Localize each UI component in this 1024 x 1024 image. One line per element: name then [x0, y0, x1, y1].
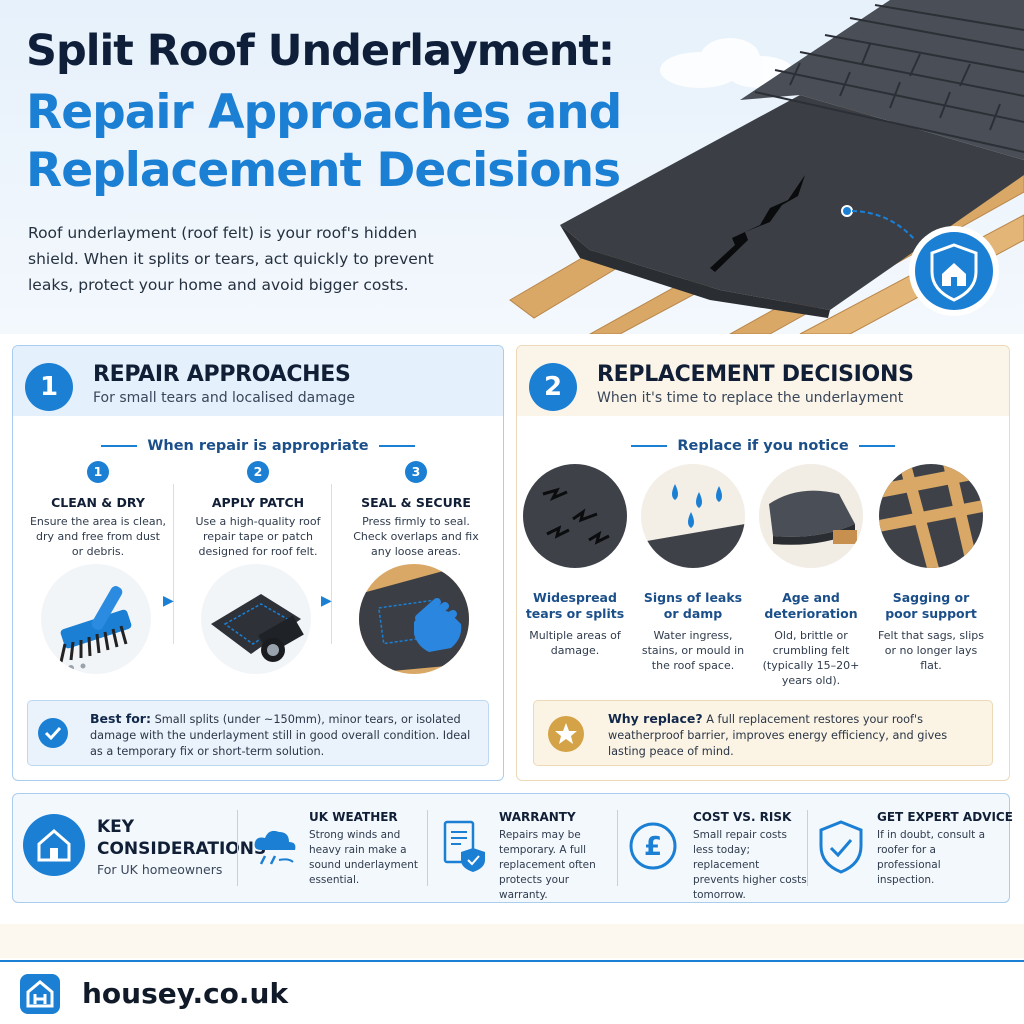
repair-title: REPAIR APPROACHES [93, 362, 351, 387]
consideration-title: COST VS. RISK [693, 810, 792, 824]
divider [617, 810, 618, 886]
step-description: Ensure the area is clean, dry and free f… [29, 515, 167, 558]
step-number: 2 [247, 461, 269, 483]
repair-step-clean: 1 CLEAN & DRY Ensure the area is clean, … [23, 461, 173, 559]
key-considerations-title: KEY CONSIDERATIONS [97, 817, 267, 859]
repair-subtitle: For small tears and localised damage [93, 390, 355, 406]
replace-item-description: Water ingress, stains, or mould in the r… [641, 629, 745, 672]
replace-item-sagging: Sagging or poor support Felt that sags, … [877, 464, 985, 673]
repair-step-seal: 3 SEAL & SECURE Press firmly to seal. Ch… [341, 461, 491, 559]
consideration-expert: GET EXPERT ADVICE If in doubt, consult a… [877, 810, 1013, 888]
consideration-warranty: WARRANTY Repairs may be temporary. A ful… [499, 810, 619, 903]
arrow-right-icon: ▶ [163, 593, 174, 609]
replace-item-title: Sagging or poor support [885, 590, 977, 621]
step-divider [331, 484, 332, 644]
svg-text:£: £ [644, 832, 662, 862]
hero-section: Split Roof Underlayment: Repair Approach… [0, 0, 1024, 334]
document-shield-icon [443, 820, 485, 872]
page-subtitle: Repair Approaches and Replacement Decisi… [26, 85, 622, 198]
replace-item-title: Widespread tears or splits [525, 590, 625, 621]
replace-item-leaks: Signs of leaks or damp Water ingress, st… [639, 464, 747, 673]
decorative-band [0, 924, 1024, 958]
why-replace-text: Why replace? A full replacement restores… [608, 711, 948, 758]
footer: housey.co.uk [0, 960, 1024, 1024]
replacement-subtitle: When it's time to replace the underlayme… [597, 390, 904, 406]
consideration-description: Strong winds and heavy rain make a sound… [309, 829, 418, 886]
divider [807, 810, 808, 886]
replacement-number-badge: 2 [529, 363, 577, 411]
replace-item-title: Age and deterioration [764, 590, 858, 621]
consideration-description: Small repair costs less today; replaceme… [693, 829, 807, 901]
replacement-title: REPLACEMENT DECISIONS [597, 362, 914, 387]
repair-number-badge: 1 [25, 363, 73, 411]
hero-intro: Roof underlayment (roof felt) is your ro… [28, 224, 434, 294]
step-description: Press firmly to seal. Check overlaps and… [353, 515, 479, 558]
key-considerations: KEY CONSIDERATIONS For UK homeowners UK … [12, 793, 1013, 903]
arrow-right-icon: ▶ [321, 593, 332, 609]
repair-section-heading: When repair is appropriate [13, 438, 503, 454]
consideration-description: If in doubt, consult a roofer for a prof… [877, 829, 986, 886]
replacement-header: 2 REPLACEMENT DECISIONS When it's time t… [517, 346, 1009, 416]
brand-link[interactable]: housey.co.uk [82, 977, 289, 1010]
consideration-description: Repairs may be temporary. A full replace… [499, 829, 596, 901]
house-icon [23, 814, 85, 876]
water-drops-image [641, 464, 745, 568]
sagging-roof-image [879, 464, 983, 568]
consideration-cost: COST VS. RISK Small repair costs less to… [693, 810, 807, 903]
repair-header: 1 REPAIR APPROACHES For small tears and … [13, 346, 503, 416]
crumbling-felt-image [759, 464, 863, 568]
replace-item-age: Age and deterioration Old, brittle or cr… [757, 464, 865, 688]
consideration-title: GET EXPERT ADVICE [877, 810, 1013, 824]
check-icon [38, 718, 68, 748]
step-description: Use a high-quality roof repair tape or p… [195, 515, 321, 558]
consideration-title: UK WEATHER [309, 810, 398, 824]
repair-approaches-card: 1 REPAIR APPROACHES For small tears and … [12, 345, 504, 781]
step-title: CLEAN & DRY [51, 495, 145, 510]
star-badge-icon [548, 716, 584, 752]
replace-item-description: Multiple areas of damage. [529, 629, 621, 657]
step-title: SEAL & SECURE [361, 495, 471, 510]
torn-felt-image [523, 464, 627, 568]
housey-logo-icon [20, 974, 60, 1014]
brush-icon [41, 564, 151, 674]
replace-item-title: Signs of leaks or damp [643, 590, 743, 621]
best-for-box: Best for: Small splits (under ~150mm), m… [27, 700, 489, 766]
replace-item-description: Felt that sags, slips or no longer lays … [878, 629, 984, 672]
divider [427, 810, 428, 886]
shield-house-icon [909, 226, 999, 316]
repair-step-patch: 2 APPLY PATCH Use a high-quality roof re… [183, 461, 333, 559]
step-title: APPLY PATCH [211, 495, 305, 510]
gloved-hand-icon [359, 564, 469, 674]
patch-roll-icon [201, 564, 311, 674]
step-divider [173, 484, 174, 644]
replacement-section-heading: Replace if you notice [517, 438, 1009, 454]
consideration-weather: UK WEATHER Strong winds and heavy rain m… [309, 810, 433, 888]
shield-check-icon [819, 820, 863, 874]
step-number: 1 [87, 461, 109, 483]
key-considerations-subtitle: For UK homeowners [97, 862, 223, 877]
divider [237, 810, 238, 886]
replacement-decisions-card: 2 REPLACEMENT DECISIONS When it's time t… [516, 345, 1010, 781]
step-number: 3 [405, 461, 427, 483]
page-title: Split Roof Underlayment: [26, 26, 615, 76]
best-for-text: Best for: Small splits (under ~150mm), m… [90, 711, 471, 758]
pound-icon: £ [629, 822, 677, 870]
replace-item-tears: Widespread tears or splits Multiple area… [521, 464, 629, 658]
cloud-rain-icon [254, 830, 296, 865]
why-replace-box: Why replace? A full replacement restores… [533, 700, 993, 766]
roof-illustration [509, 0, 1024, 334]
consideration-title: WARRANTY [499, 810, 576, 824]
replace-item-description: Old, brittle or crumbling felt (typicall… [762, 629, 860, 687]
